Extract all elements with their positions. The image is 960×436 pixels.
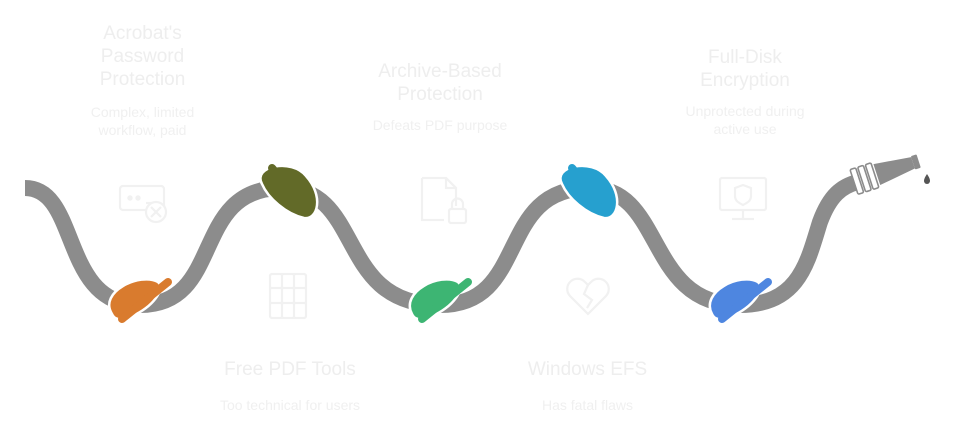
step-description: Unprotected during active use	[685, 103, 805, 137]
password-error-icon	[118, 184, 168, 224]
knot-2	[259, 164, 319, 220]
shield-monitor-icon	[718, 176, 768, 221]
step-title: Archive-Based Protection	[378, 61, 502, 105]
locked-document-icon	[420, 176, 468, 225]
step-windows-efs: Windows EFS Has fatal flaws	[500, 358, 675, 414]
step-title: Acrobat's Password Protection	[99, 23, 186, 90]
step-archive-based-protection: Archive-Based Protection Defeats PDF pur…	[355, 60, 525, 134]
step-description: Has fatal flaws	[541, 397, 634, 413]
hose-nozzle-icon	[849, 154, 930, 195]
step-description: Too technical for users	[219, 397, 361, 413]
step-title: Full-Disk Encryption	[700, 47, 790, 91]
knot-3	[408, 278, 472, 323]
document-grid-icon	[268, 272, 308, 320]
step-acrobat-password-protection: Acrobat's Password Protection Complex, l…	[70, 22, 215, 139]
broken-heart-icon	[566, 277, 610, 316]
step-title: Windows EFS	[527, 359, 648, 380]
knot-5	[708, 278, 772, 323]
knot-4	[559, 164, 619, 220]
step-full-disk-encryption: Full-Disk Encryption Unprotected during …	[670, 46, 820, 138]
step-title: Free PDF Tools	[224, 359, 356, 380]
rope	[24, 174, 861, 313]
step-description: Complex, limited workflow, paid	[90, 104, 195, 138]
step-description: Defeats PDF purpose	[372, 117, 508, 133]
step-free-pdf-tools: Free PDF Tools Too technical for users	[190, 358, 390, 414]
knot-1	[108, 278, 172, 323]
